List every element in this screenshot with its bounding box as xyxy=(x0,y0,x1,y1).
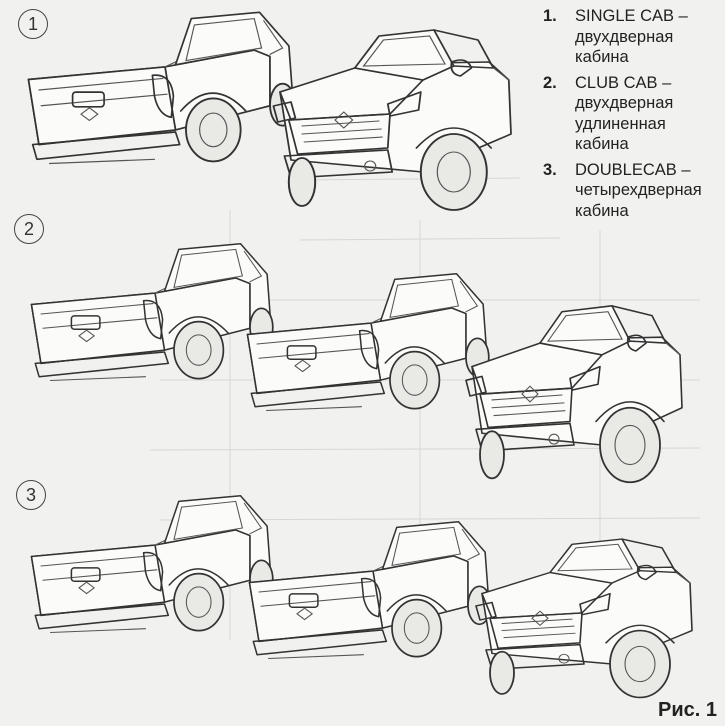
legend-line: SINGLE CAB – xyxy=(575,7,688,25)
legend-text: CLUB CAB – двухдверная удлиненная кабина xyxy=(575,73,723,155)
row3-double-cab-rear-middle xyxy=(248,520,492,660)
legend-line: четырехдверная xyxy=(575,181,702,199)
legend-line: DOUBLECAB – xyxy=(575,160,691,179)
row2-club-cab-rear-middle xyxy=(246,272,490,412)
legend-number: 2. xyxy=(543,73,557,92)
badge-3: 3 xyxy=(16,480,46,510)
legend-number: 3. xyxy=(543,160,557,179)
legend-line: двухдверная xyxy=(575,27,674,46)
legend-text: DOUBLECAB – четырехдверная кабина xyxy=(575,160,723,222)
row2-club-cab-rear-left xyxy=(30,242,274,382)
legend-text: SINGLE CAB – двухдверная кабина xyxy=(575,6,723,68)
row1-single-cab-front xyxy=(272,29,512,211)
legend-item-double-cab: 3. DOUBLECAB – четырехдверная кабина xyxy=(543,160,723,222)
row2-club-cab-front xyxy=(465,304,683,484)
legend-line: кабина xyxy=(575,135,629,153)
row3-double-cab-front xyxy=(475,538,693,699)
legend-number: 1. xyxy=(543,7,557,25)
badge-2: 2 xyxy=(14,214,44,244)
row1-single-cab-rear xyxy=(27,11,297,165)
legend-line: кабина xyxy=(575,201,629,220)
legend-item-club-cab: 2. CLUB CAB – двухдверная удлиненная каб… xyxy=(543,73,723,155)
legend-line: CLUB CAB – xyxy=(575,73,672,92)
legend: 1. SINGLE CAB – двухдверная кабина 2. CL… xyxy=(543,6,723,226)
figure-label: Рис. 1 xyxy=(658,699,717,721)
legend-item-single-cab: 1. SINGLE CAB – двухдверная кабина xyxy=(543,6,723,68)
badge-1: 1 xyxy=(18,9,48,39)
legend-line: кабина xyxy=(575,48,629,66)
legend-line: двухдверная xyxy=(575,94,674,112)
legend-line: удлиненная xyxy=(575,114,666,133)
row3-double-cab-rear-left xyxy=(30,494,274,634)
